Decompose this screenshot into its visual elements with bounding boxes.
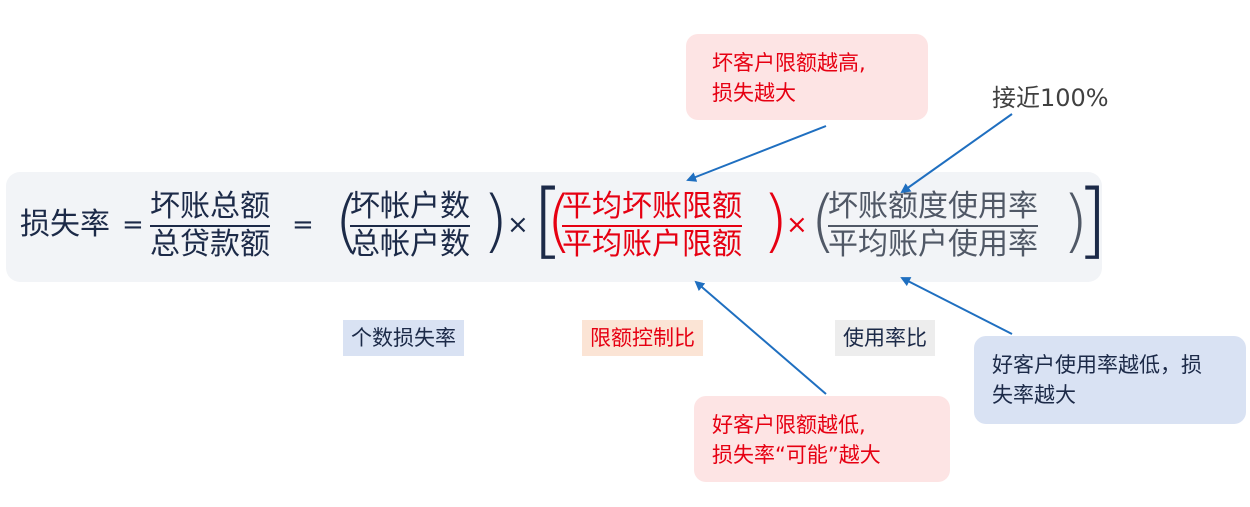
left-paren: ( [334,182,361,261]
callout-line: 坏客户限额越高, [712,51,866,75]
fraction-limit-control: 平均坏账限额 平均账户限额 [562,190,742,262]
fraction-denominator: 平均账户限额 [562,227,742,262]
right-paren: ) [482,182,509,261]
tag-count-loss-rate: 个数损失率 [343,320,464,356]
fraction-bad-debt-over-loans: 坏账总额 总贷款额 [150,190,270,262]
equals-sign-1: = [122,210,144,240]
left-paren: ( [546,182,573,261]
callout-line: 失率越大 [992,383,1076,407]
fraction-bar [150,225,270,227]
left-paren: ( [810,182,837,261]
fraction-bar [350,225,470,227]
times-sign-2: × [786,210,808,240]
callout-line: 损失率“可能”越大 [712,443,881,467]
callout-line: 损失越大 [712,81,796,105]
callout-line: 好客户限额越低, [712,413,866,437]
fraction-bad-accounts-over-accounts: 坏帐户数 总帐户数 [350,190,470,262]
equals-sign-2: = [292,210,314,240]
fraction-usage-ratio: 坏账额度使用率 平均账户使用率 [828,190,1038,262]
fraction-bar [562,225,742,227]
loss-rate-label: 损失率 [20,207,110,242]
right-square-bracket: ] [1076,173,1108,268]
arrow-good-limit-to-denominator [694,280,827,395]
fraction-bar [828,225,1038,227]
fraction-denominator: 平均账户使用率 [828,227,1038,262]
fraction-numerator: 坏账额度使用率 [828,189,1038,224]
fraction-numerator: 坏帐户数 [350,189,470,224]
right-paren: ) [762,182,789,261]
fraction-denominator: 总帐户数 [350,227,470,262]
right-paren: ) [1062,182,1089,261]
fraction-numerator: 平均坏账限额 [562,189,742,224]
tag-limit-control-ratio: 限额控制比 [582,320,703,356]
callout-good-customer-usage: 好客户使用率越低，损 失率越大 [974,336,1246,424]
fraction-denominator: 总贷款额 [150,227,270,262]
callout-line: 好客户使用率越低，损 [992,353,1202,377]
callout-bad-customer-limit: 坏客户限额越高, 损失越大 [686,34,928,120]
left-square-bracket: [ [532,173,564,268]
tag-usage-ratio: 使用率比 [835,320,935,356]
callout-good-customer-limit: 好客户限额越低, 损失率“可能”越大 [694,396,950,482]
fraction-numerator: 坏账总额 [150,189,270,224]
times-sign-1: × [507,210,529,240]
note-near-100-percent: 接近100% [992,84,1109,112]
